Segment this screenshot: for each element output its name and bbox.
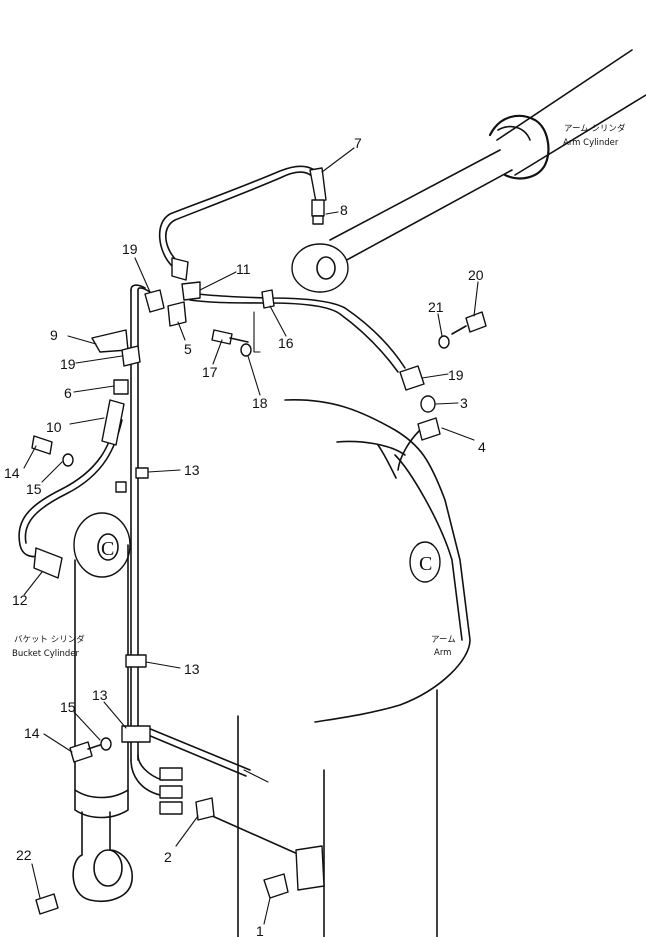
callout-2: 2 bbox=[164, 849, 172, 865]
callout-15-upper: 15 bbox=[26, 481, 42, 497]
bolt-17 bbox=[211, 329, 233, 345]
callout-3: 3 bbox=[460, 395, 468, 411]
callout-21: 21 bbox=[428, 299, 444, 315]
fitting-2 bbox=[195, 797, 215, 821]
callout-14-lower: 14 bbox=[24, 725, 40, 741]
callout-18: 18 bbox=[252, 395, 268, 411]
arm-pivot-letter: C bbox=[419, 553, 432, 575]
adapter-8 bbox=[311, 199, 325, 217]
hose-10 bbox=[101, 399, 125, 446]
leader-lines bbox=[23, 147, 479, 925]
callout-20: 20 bbox=[468, 267, 484, 283]
callout-19-left: 19 bbox=[60, 356, 76, 372]
fitting-6 bbox=[113, 379, 129, 395]
fitting-1 bbox=[263, 873, 289, 899]
clamp-16 bbox=[261, 289, 275, 309]
clamp-19-right bbox=[399, 365, 425, 391]
grease-nipple-22 bbox=[35, 893, 59, 915]
callout-14-upper: 14 bbox=[4, 465, 20, 481]
arm-cylinder-rod-eye bbox=[291, 243, 349, 293]
lower-fitting-c bbox=[159, 801, 183, 815]
clamp-13-c bbox=[121, 725, 151, 743]
callout-22: 22 bbox=[16, 847, 32, 863]
bolt-14-lower bbox=[69, 741, 93, 763]
bolt-20 bbox=[465, 311, 487, 333]
callout-13-a: 13 bbox=[184, 462, 200, 478]
bracket-9 bbox=[91, 329, 129, 353]
bucket-cylinder-top-eye bbox=[73, 512, 131, 578]
clamp-19-left bbox=[121, 345, 141, 367]
bracket-plate bbox=[295, 845, 325, 891]
callout-16: 16 bbox=[278, 335, 294, 351]
bolt-14-upper bbox=[31, 435, 53, 455]
arm-label-jp: アーム bbox=[431, 635, 456, 645]
callout-9: 9 bbox=[50, 327, 58, 343]
arm-cylinder: アーム シリンダ Arm Cylinder bbox=[291, 49, 646, 293]
washer-18 bbox=[240, 343, 252, 357]
callout-19-upper: 19 bbox=[122, 241, 138, 257]
clamp-13-a bbox=[135, 467, 149, 479]
arm-label-en: Arm bbox=[434, 648, 451, 658]
arm-cylinder-label-en: Arm Cylinder bbox=[563, 138, 619, 148]
callout-1: 1 bbox=[256, 923, 264, 937]
callout-5: 5 bbox=[184, 341, 192, 357]
clamp-13-b bbox=[125, 654, 147, 668]
callout-13-c: 13 bbox=[92, 687, 108, 703]
bucket-cylinder-label-en: Bucket Cylinder bbox=[12, 649, 79, 659]
callout-13-b: 13 bbox=[184, 661, 200, 677]
hoses-and-pipes bbox=[18, 165, 421, 856]
callout-8: 8 bbox=[340, 202, 348, 218]
clamp-19-upper bbox=[144, 289, 165, 313]
callout-4: 4 bbox=[478, 439, 486, 455]
arm-cylinder-label-jp: アーム シリンダ bbox=[564, 123, 626, 134]
callout-numbers: 7 8 11 19 5 16 17 18 20 21 19 3 4 9 19 6… bbox=[4, 135, 486, 937]
fittings bbox=[31, 281, 487, 915]
arm-pivot-boss bbox=[409, 541, 441, 583]
callout-12: 12 bbox=[12, 592, 28, 608]
fitting-5 bbox=[167, 301, 187, 327]
lower-fitting-a bbox=[159, 767, 183, 781]
hose-end-fitting bbox=[309, 167, 327, 203]
arm-body: C アーム Arm bbox=[237, 398, 471, 937]
callout-15-lower: 15 bbox=[60, 699, 76, 715]
callout-7: 7 bbox=[354, 135, 362, 151]
callout-19-right: 19 bbox=[448, 367, 464, 383]
fitting-4 bbox=[417, 417, 441, 441]
fitting-11 bbox=[181, 281, 201, 301]
bucket-cylinder-label-jp: バケット シリンダ bbox=[14, 634, 85, 645]
washer-21 bbox=[438, 335, 450, 349]
washer-15-upper bbox=[62, 453, 74, 467]
callout-10: 10 bbox=[46, 419, 62, 435]
elbow-12 bbox=[33, 547, 63, 579]
lower-fitting-b bbox=[159, 785, 183, 799]
fitting-3 bbox=[420, 395, 436, 413]
callout-11: 11 bbox=[236, 261, 251, 277]
callout-6: 6 bbox=[64, 385, 72, 401]
bucket-cylinder-pivot-letter: C bbox=[101, 538, 114, 560]
callout-17: 17 bbox=[202, 364, 218, 380]
washer-15-lower bbox=[100, 737, 112, 751]
